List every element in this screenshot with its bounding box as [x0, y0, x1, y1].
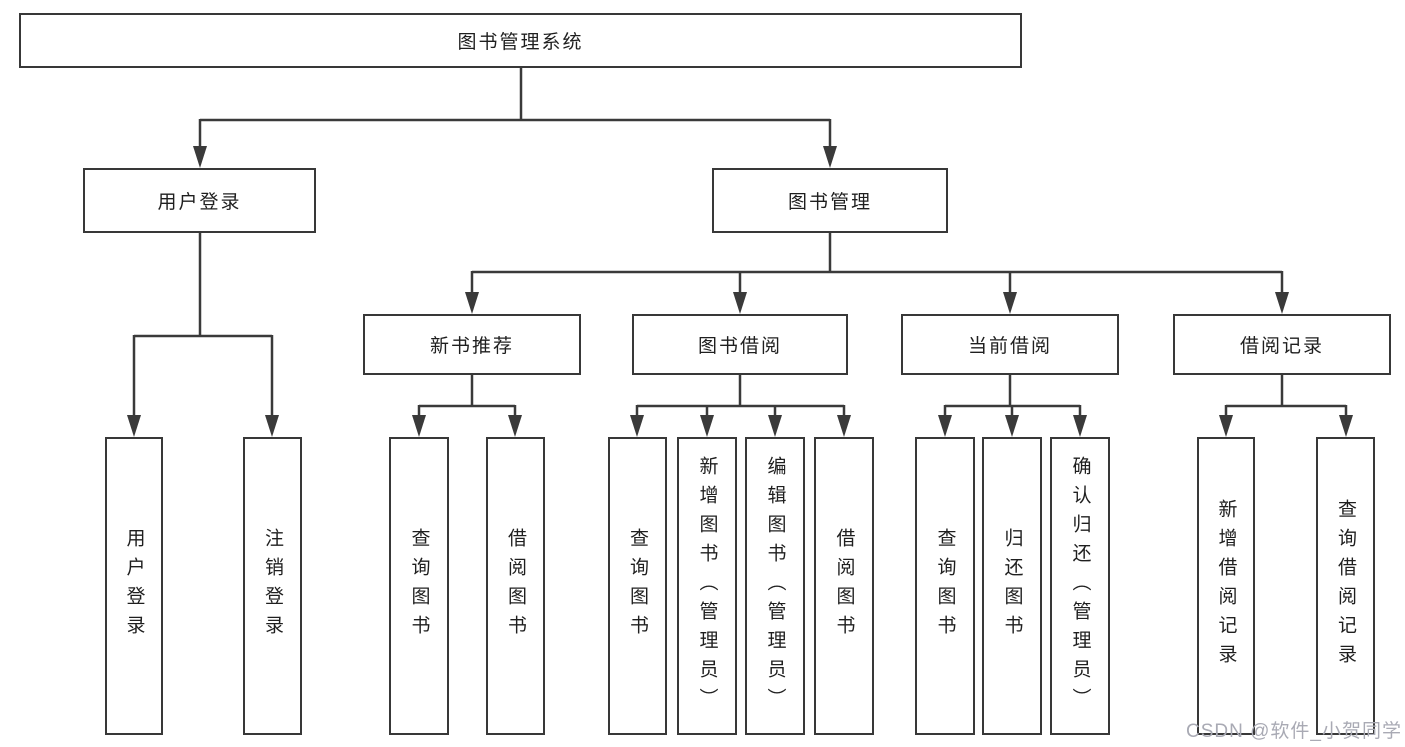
leaf-add-books-admin-label: 新增图书（管理员）	[696, 455, 718, 717]
leaf-edit-books-admin: 编辑图书（管理员）	[745, 437, 805, 735]
leaf-return-books: 归还图书	[982, 437, 1042, 735]
connector-root-to-branches	[193, 68, 837, 168]
connector-user-login-leaves	[127, 233, 279, 437]
connector-new-book-leaves	[412, 375, 522, 437]
node-user-login-label: 用户登录	[157, 192, 242, 213]
node-borrowing-records-label: 借阅记录	[1239, 336, 1324, 357]
leaf-logout: 注销登录	[243, 437, 302, 735]
node-new-book-recommend-label: 新书推荐	[429, 336, 514, 357]
leaf-borrow-query-books-label: 查询图书	[627, 528, 648, 644]
connector-book-borrow-leaves	[630, 375, 851, 437]
node-root: 图书管理系统	[19, 13, 1022, 68]
leaf-edit-books-admin-label: 编辑图书（管理员）	[764, 455, 786, 717]
leaf-query-borrow-record-label: 查询借阅记录	[1335, 499, 1356, 673]
leaf-borrow-books: 借阅图书	[814, 437, 874, 735]
connector-current-borrow-leaves	[938, 375, 1087, 437]
csdn-watermark: CSDN @软件_小贺同学	[1186, 721, 1402, 742]
node-borrowing-records: 借阅记录	[1173, 314, 1391, 375]
node-current-borrowing: 当前借阅	[901, 314, 1119, 375]
node-book-management-label: 图书管理	[787, 192, 872, 213]
node-user-login: 用户登录	[83, 168, 316, 233]
node-book-management: 图书管理	[712, 168, 948, 233]
leaf-newbook-borrow-books: 借阅图书	[486, 437, 545, 735]
node-root-label: 图书管理系统	[457, 32, 584, 53]
node-current-borrowing-label: 当前借阅	[967, 336, 1052, 357]
leaf-newbook-borrow-books-label: 借阅图书	[505, 528, 526, 644]
leaf-add-borrow-record-label: 新增借阅记录	[1215, 499, 1237, 673]
node-book-borrowing-label: 图书借阅	[697, 336, 782, 357]
connector-book-mgmt-sections	[465, 233, 1289, 314]
leaf-current-query-books-label: 查询图书	[934, 528, 956, 644]
leaf-newbook-query-books: 查询图书	[389, 437, 449, 735]
node-new-book-recommend: 新书推荐	[363, 314, 581, 375]
leaf-user-login-label: 用户登录	[123, 528, 145, 644]
leaf-confirm-return-admin-label: 确认归还（管理员）	[1069, 455, 1091, 717]
node-book-borrowing: 图书借阅	[632, 314, 848, 375]
leaf-confirm-return-admin: 确认归还（管理员）	[1050, 437, 1110, 735]
leaf-borrow-query-books: 查询图书	[608, 437, 667, 735]
leaf-newbook-query-books-label: 查询图书	[408, 528, 430, 644]
leaf-borrow-books-label: 借阅图书	[833, 528, 855, 644]
leaf-return-books-label: 归还图书	[1001, 528, 1023, 644]
leaf-user-login: 用户登录	[105, 437, 163, 735]
leaf-current-query-books: 查询图书	[915, 437, 975, 735]
connector-borrow-records-leaves	[1219, 375, 1353, 437]
leaf-add-borrow-record: 新增借阅记录	[1197, 437, 1255, 735]
leaf-query-borrow-record: 查询借阅记录	[1316, 437, 1375, 735]
leaf-logout-label: 注销登录	[262, 528, 283, 644]
leaf-add-books-admin: 新增图书（管理员）	[677, 437, 737, 735]
